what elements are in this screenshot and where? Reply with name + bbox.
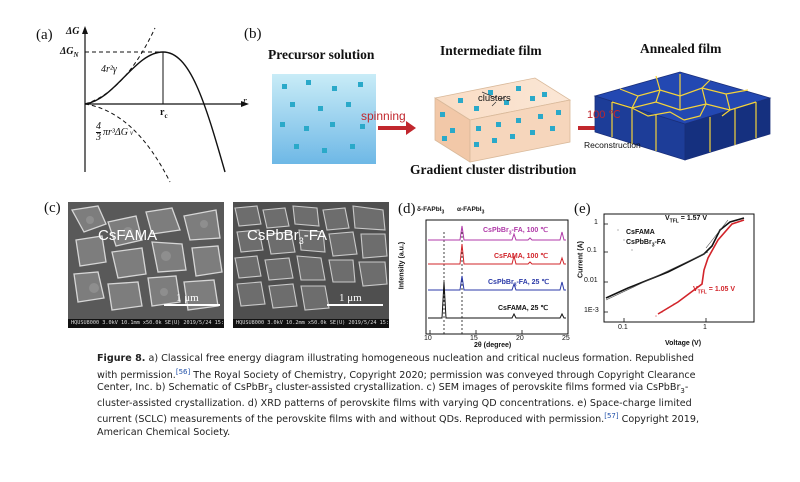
nucleation-energy-diagram (82, 26, 249, 183)
sclc-ytick-1: 0.1 (587, 247, 597, 254)
delta-phase-label: δ-FAPbI3 (417, 206, 445, 216)
sclc-xtick-0: 0.1 (618, 324, 628, 331)
xrd-xlabel: 2θ (degree) (474, 342, 512, 349)
sclc-ytick-3: 1E-3 (584, 307, 599, 314)
annealed-title: Annealed film (640, 41, 722, 56)
sclc-chart (603, 213, 755, 323)
sem-image-csfama: CsFAMA 1 μm HQUSU8000 3.0kV 10.1mm x50.0… (68, 202, 224, 328)
sclc-legend-1: CsPbBr3-FA (626, 239, 666, 249)
sclc-xtick-1: 1 (703, 324, 707, 331)
xrd-trace-csfama-25 (428, 281, 566, 319)
sclc-ytick-0: 1 (594, 219, 598, 226)
sem-image-cspbbr3-fa: CsPbBr3-FA 1 μm HQUSU8000 3.0kV 10.2mm x… (233, 202, 389, 328)
scale-label-right: 1 μm (339, 292, 362, 304)
xrd-trace-cspbbr3-fa-100 (428, 225, 566, 241)
sclc-ylabel: Current (A) (577, 241, 585, 278)
sclc-legend-0: CsFAMA (626, 229, 655, 236)
critical-radius-label: rc (160, 107, 168, 120)
critical-energy-label: ΔGN (60, 46, 79, 59)
xrd-legend-3: CsFAMA, 25 ℃ (498, 305, 549, 312)
xrd-legend-1: CsFAMA, 100 ℃ (494, 253, 549, 260)
clusters-label: clusters (478, 93, 511, 104)
vtfl-red-label: VTFL = 1.05 V (693, 286, 736, 296)
sclc-ytick-2: 0.01 (584, 277, 598, 284)
surface-term-label: 4r²γ (101, 64, 117, 75)
panel-b-label: (b) (244, 26, 262, 42)
scale-bar-right (327, 304, 383, 306)
panel-c-label: (c) (44, 200, 61, 216)
xrd-xtick-0: 10 (424, 335, 432, 342)
gradient-label: Gradient cluster distribution (410, 162, 577, 177)
xrd-legend-0: CsPbBr3-FA, 100 ℃ (483, 227, 549, 237)
anneal-temp-label: 100 ℃ (587, 109, 621, 121)
figure-caption: Figure 8. a) Classical free energy diagr… (97, 353, 700, 439)
panel-a-label: (a) (36, 27, 53, 43)
reference-56[interactable]: [56] (175, 367, 191, 376)
sem-texture-left (68, 202, 224, 328)
alpha-phase-label: α-FAPbI3 (457, 206, 485, 216)
xrd-legend-2: CsPbBr3-FA, 25 ℃ (488, 279, 550, 289)
sem-texture-right (233, 202, 389, 328)
xrd-xtick-1: 15 (470, 335, 478, 342)
intermediate-title: Intermediate film (440, 43, 542, 58)
scale-bar-left (164, 304, 220, 306)
figure-label: Figure 8. (97, 353, 146, 364)
x-axis-label: r (243, 96, 247, 107)
precursor-title: Precursor solution (268, 47, 375, 62)
crystallization-schematic (272, 71, 772, 164)
reference-57[interactable]: [57] (604, 412, 619, 421)
sclc-trace-csfama (605, 217, 745, 299)
xrd-xtick-3: 25 (562, 335, 570, 342)
xrd-ylabel: Intensity (a.u.) (398, 241, 406, 290)
xrd-chart (425, 219, 569, 335)
sem-left-name: CsFAMA (98, 227, 158, 244)
sclc-xlabel: Voltage (V) (665, 340, 702, 347)
vtfl-black-label: VTFL = 1.57 V (665, 215, 708, 225)
y-axis-label: ΔG (66, 26, 80, 37)
xrd-xtick-2: 20 (516, 335, 524, 342)
xrd-trace-cspbbr3-fa-25 (428, 275, 566, 291)
sem-info-left: HQUSU8000 3.0kV 10.1mm x50.0k SE(U) 2019… (68, 319, 224, 328)
scale-label-left: 1 μm (176, 292, 199, 304)
panel-d-label: (d) (398, 201, 416, 217)
spinning-label: spinning (361, 109, 406, 123)
reconstruction-label: Reconstruction (584, 140, 641, 150)
sem-right-name: CsPbBr3-FA (247, 227, 328, 246)
sem-info-right: HQUSU8000 3.0kV 10.2mm x50.0k SE(U) 2019… (233, 319, 389, 328)
panel-e-label: (e) (574, 201, 591, 217)
sclc-trace-cspbbr3-fa (657, 219, 745, 315)
xrd-trace-csfama-100 (428, 243, 566, 265)
